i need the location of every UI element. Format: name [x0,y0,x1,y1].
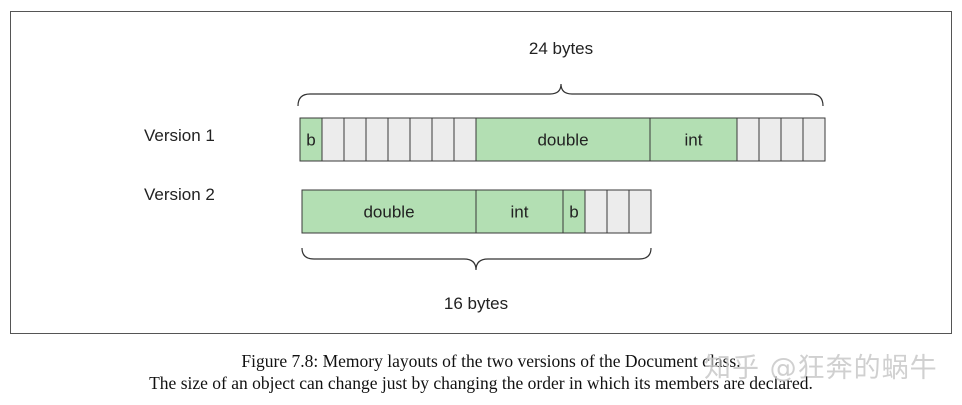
version1-cell-label: b [306,131,315,150]
version2-cell [628,189,652,234]
version1-cell [431,117,455,162]
version1-cell [387,117,411,162]
bottom-brace [301,247,652,271]
version2-label: Version 2 [144,185,215,204]
version1-memory-row: b double int [299,117,826,162]
version2-cell [584,189,608,234]
version1-cell-label: double [537,131,588,150]
version2-memory-row: double int b [301,189,652,234]
version2-cell-label: b [569,203,578,222]
version1-cell [649,117,738,162]
version1-cell [475,117,651,162]
version2-cell-label: int [511,203,529,222]
version1-cell [453,117,477,162]
version1-cell [802,117,826,162]
version1-cell [736,117,760,162]
version2-cell-label: double [363,203,414,222]
version1-cell [758,117,782,162]
top-brace [297,83,824,107]
version1-cell [780,117,804,162]
figure-frame [10,11,952,334]
watermark: 知乎 @狂奔的蜗牛 [704,353,938,384]
version1-cell [409,117,433,162]
version1-cell [321,117,345,162]
version1-cell [343,117,367,162]
version1-cell [365,117,389,162]
figure-caption-description: The size of an object can change just by… [149,373,813,393]
version1-label: Version 1 [144,126,215,145]
figure-caption-title: Figure 7.8: Memory layouts of the two ve… [241,351,741,371]
version1-cell-label: int [685,131,703,150]
bottom-size-label: 16 bytes [444,294,508,313]
version2-cell [606,189,630,234]
version2-cell [301,189,477,234]
version2-cell [475,189,564,234]
top-size-label: 24 bytes [529,39,593,58]
